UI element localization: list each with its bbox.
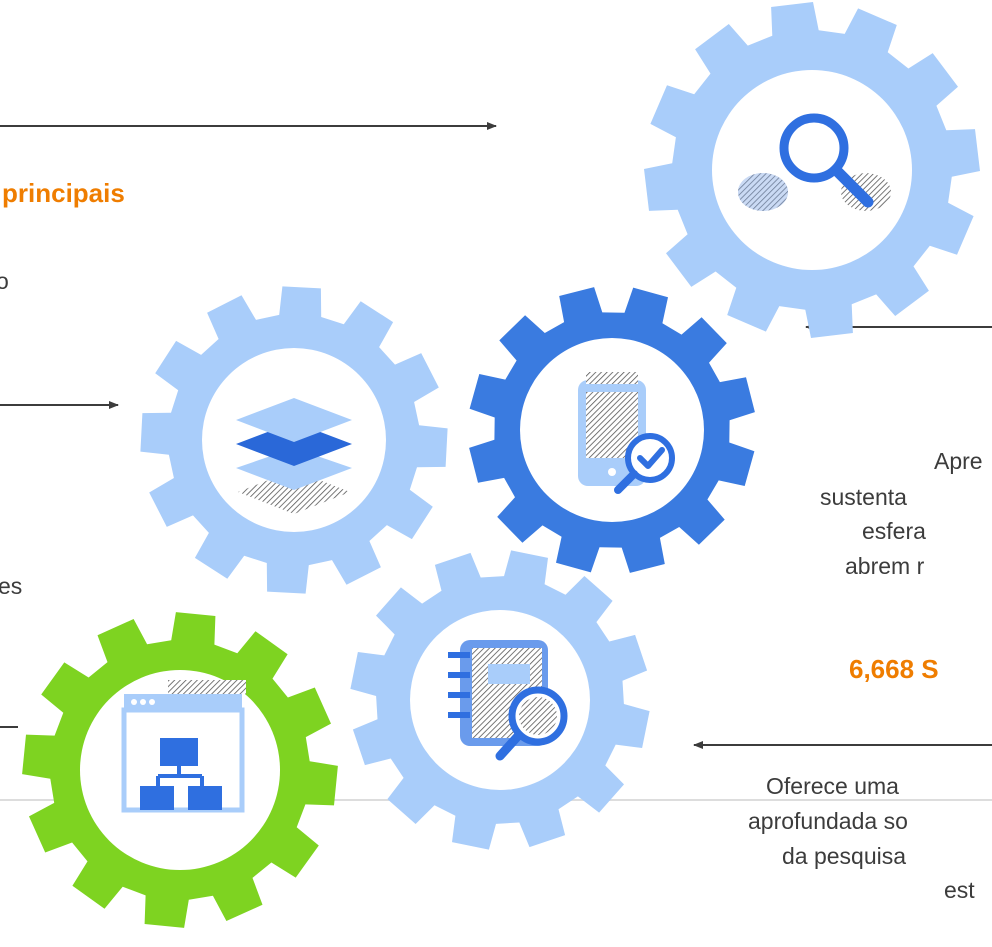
mobile-check-icon — [578, 372, 675, 494]
notebook-search-icon — [448, 640, 568, 761]
stat-value: 6,668 S — [849, 654, 939, 684]
right-text-line-1: Apre — [934, 448, 983, 474]
right-text-line-3: esfera — [862, 518, 926, 544]
right-text-line-2: sustenta — [820, 484, 907, 510]
gear-hole — [712, 70, 912, 270]
section-heading: principais — [2, 178, 125, 208]
right-text-line-4: abrem r — [845, 553, 925, 579]
left-text-fragment-2: es — [0, 573, 23, 599]
right-text-line-8: est — [944, 877, 975, 903]
layers-icon — [236, 398, 352, 514]
sitemap-window-icon — [121, 680, 246, 813]
gear-top-right — [644, 2, 980, 338]
left-text-fragment-1: o — [0, 268, 9, 294]
right-text-line-6: aprofundada so — [748, 808, 908, 834]
right-text-line-5: Oferece uma — [766, 773, 899, 799]
search-icon — [738, 113, 891, 211]
right-text-line-7: da pesquisa — [782, 843, 907, 869]
